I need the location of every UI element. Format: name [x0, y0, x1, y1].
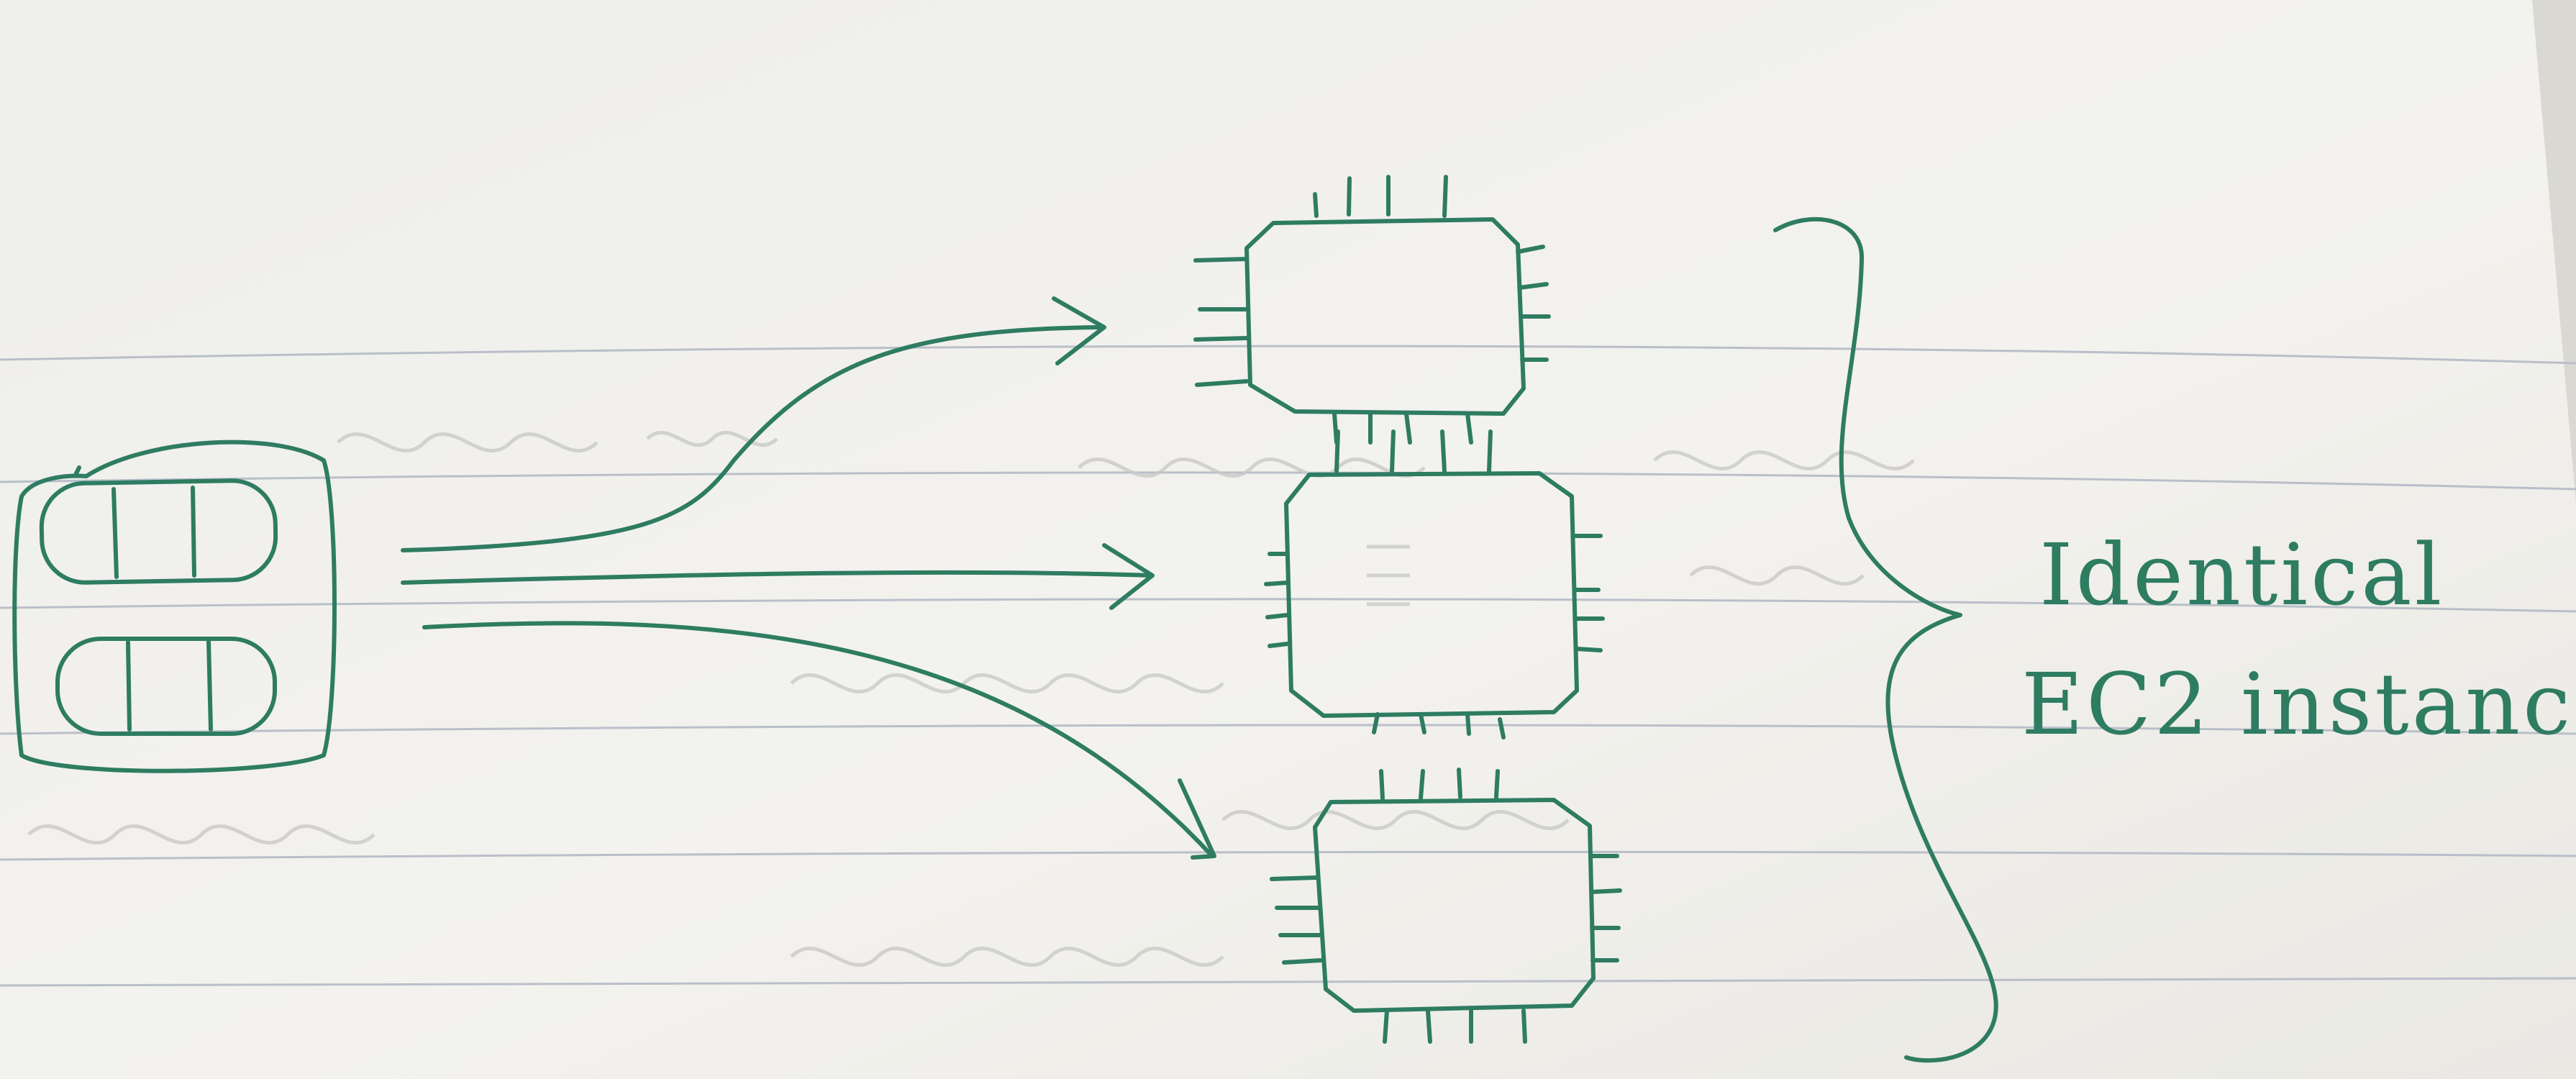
label-line-1: Identical	[2039, 525, 2444, 624]
chip-icon	[1270, 768, 1622, 1044]
chip-icon	[1264, 429, 1605, 739]
arrow-to-middle-chip	[401, 543, 1155, 610]
arrow-to-top-chip	[401, 296, 1106, 552]
curly-brace	[1773, 217, 1998, 1063]
arrow-to-bottom-chip	[422, 621, 1216, 860]
source-icon	[12, 440, 337, 773]
ruled-lines	[0, 345, 2576, 987]
chip-icon	[1193, 175, 1551, 445]
bleed-through-marks	[27, 430, 1915, 968]
label-line-2: EC2 instances	[2021, 655, 2576, 754]
